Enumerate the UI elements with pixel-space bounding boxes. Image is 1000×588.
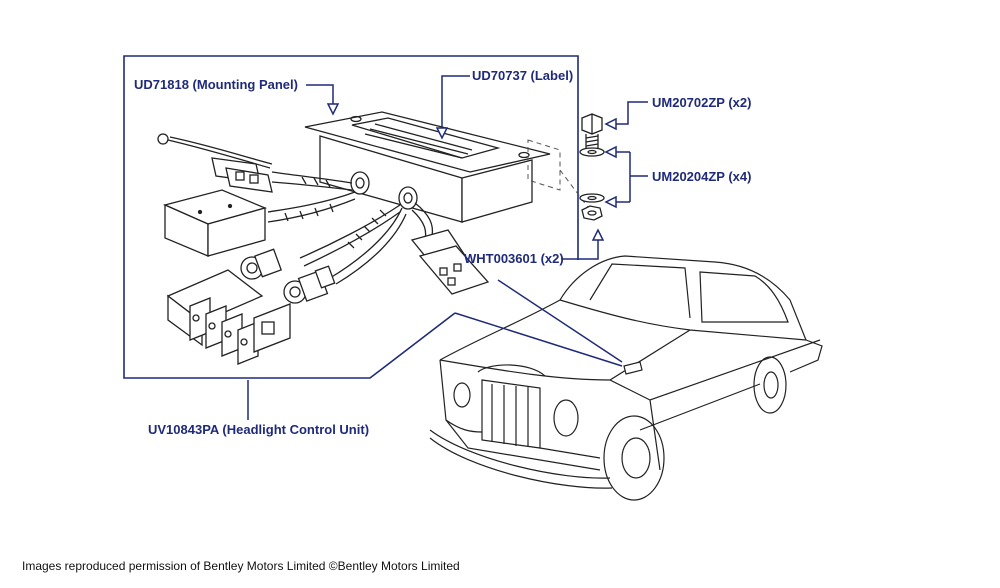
- round-plugs: [240, 248, 336, 304]
- leader-lines: [247, 75, 648, 420]
- callout-label[interactable]: UD70737 (Label): [472, 68, 574, 83]
- arrow-label: [435, 127, 449, 140]
- relay-box: [163, 189, 267, 257]
- callout-connector[interactable]: WHT003601 (x2): [464, 251, 564, 266]
- white-connector: [410, 229, 490, 295]
- control-unit-body: [304, 111, 551, 223]
- detail-box-outline: [123, 55, 579, 379]
- multi-pin-connector-block: [166, 269, 291, 365]
- arrow-mounting-panel: [326, 103, 340, 116]
- wiring-harness: [157, 133, 434, 285]
- car-outline: [429, 255, 823, 501]
- arrow-washer-bottom: [604, 195, 617, 209]
- arrow-connector: [591, 228, 605, 241]
- image-credit: Images reproduced permission of Bentley …: [22, 559, 460, 573]
- arrow-bolt: [604, 117, 617, 131]
- arrow-washer-top: [604, 145, 617, 159]
- callout-control-unit[interactable]: UV10843PA (Headlight Control Unit): [148, 422, 370, 437]
- mounting-dash-line: [559, 169, 591, 211]
- small-connector: [211, 157, 273, 193]
- bolt-and-washers: [579, 113, 605, 221]
- mounting-surface-outline: [527, 139, 561, 191]
- callout-washer[interactable]: UM20204ZP (x4): [652, 169, 752, 184]
- callout-bolt[interactable]: UM20702ZP (x2): [652, 95, 752, 110]
- callout-mounting-panel[interactable]: UD71818 (Mounting Panel): [134, 77, 298, 92]
